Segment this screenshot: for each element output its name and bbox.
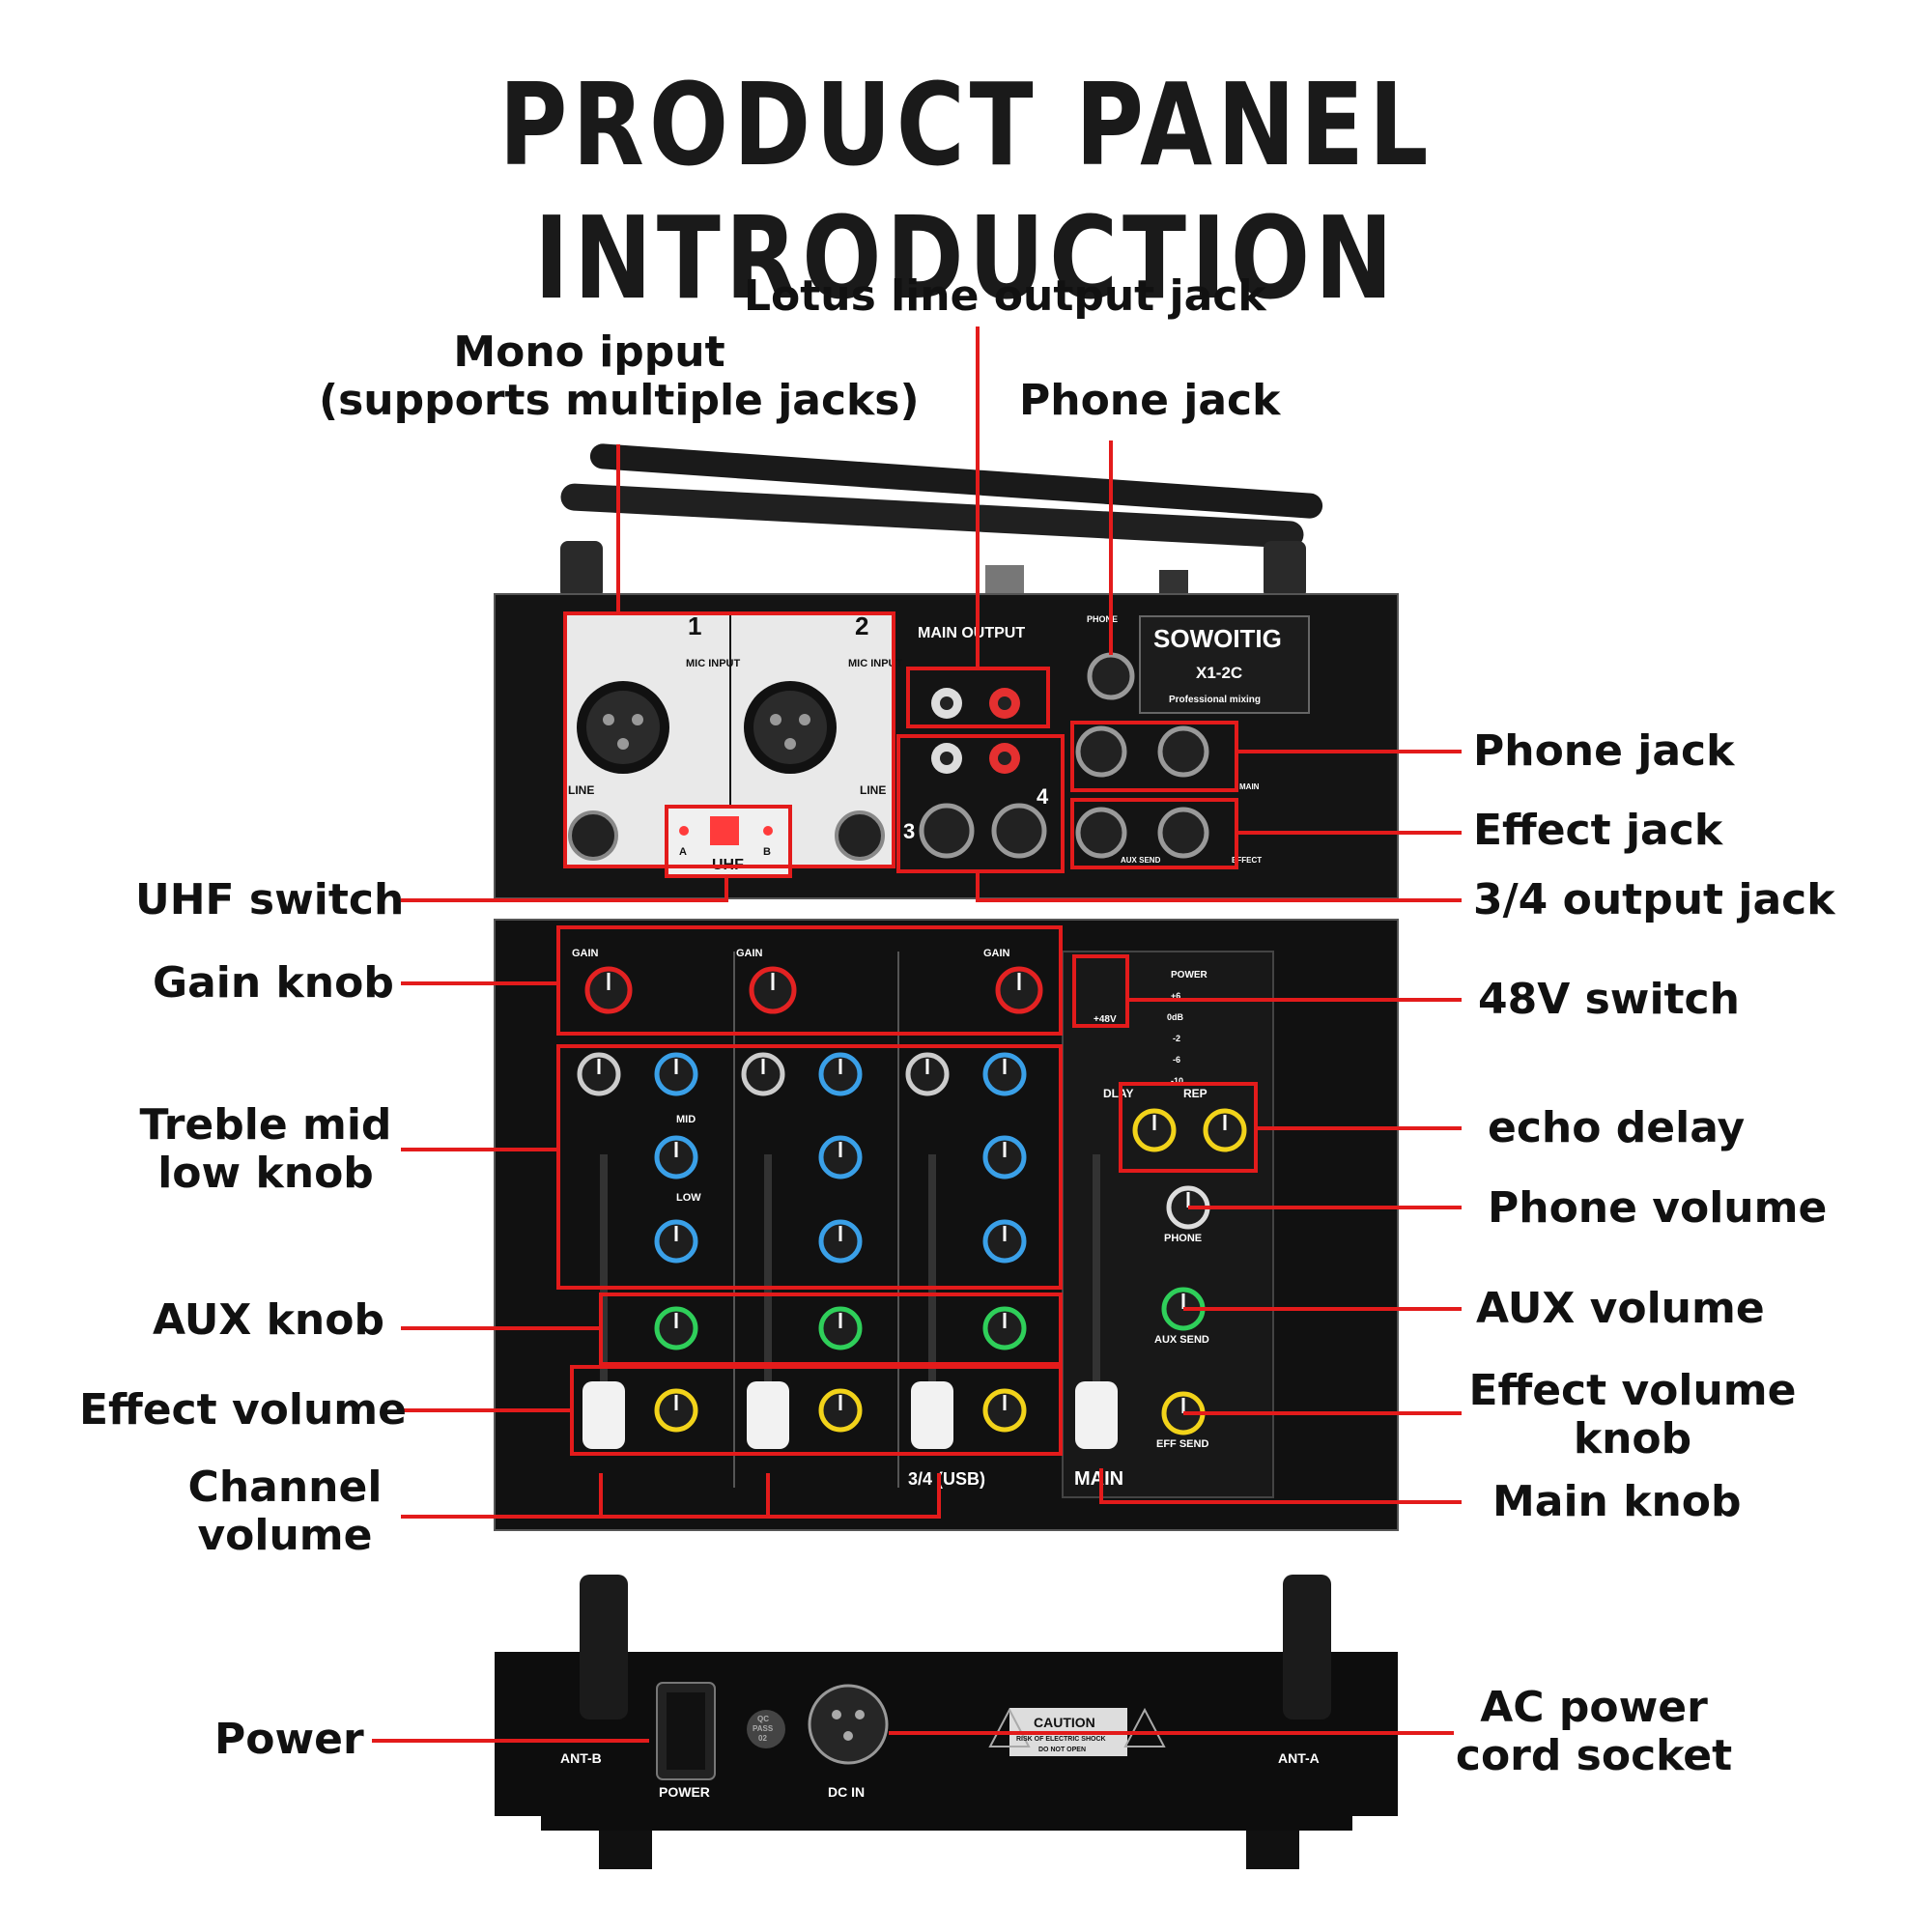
label-48v-switch: 48V switch bbox=[1478, 975, 1740, 1024]
antennas bbox=[560, 443, 1323, 599]
rep-label: REP bbox=[1183, 1087, 1208, 1100]
label-power: Power bbox=[214, 1715, 364, 1764]
gain-label-3: GAIN bbox=[983, 948, 1010, 959]
svg-text:-6: -6 bbox=[1173, 1055, 1180, 1065]
label-treble-line1: Treble mid bbox=[139, 1100, 392, 1150]
channel-2-number: 2 bbox=[855, 611, 868, 640]
label-gain-knob: Gain knob bbox=[153, 958, 394, 1008]
callout-lines bbox=[372, 327, 1462, 1743]
label-mono-input-line2: (supports multiple jacks) bbox=[319, 376, 920, 425]
channel-3-number: 3 bbox=[903, 819, 915, 843]
level-meter: +6 0dB -2 -6 -10 bbox=[1167, 991, 1184, 1086]
eff-send-label: EFF SEND bbox=[1156, 1438, 1208, 1450]
gain-label-2: GAIN bbox=[736, 948, 763, 959]
phone-knob-label: PHONE bbox=[1164, 1233, 1202, 1244]
rear-panel bbox=[495, 1575, 1398, 1869]
ant-b-label: ANT-B bbox=[560, 1750, 602, 1766]
model-name: X1-2C bbox=[1196, 664, 1242, 682]
label-phone-volume: Phone volume bbox=[1488, 1183, 1828, 1233]
rear-power-label: POWER bbox=[659, 1784, 710, 1800]
v48-label: +48V bbox=[1094, 1014, 1117, 1025]
label-mono-input-line1: Mono ipput bbox=[453, 327, 725, 377]
label-main-knob: Main knob bbox=[1492, 1477, 1742, 1526]
label-echo-delay: echo delay bbox=[1488, 1103, 1746, 1152]
label-ac-socket-line2: cord socket bbox=[1455, 1731, 1733, 1780]
caution-label: CAUTION bbox=[1034, 1715, 1095, 1730]
power-led-label: POWER bbox=[1171, 970, 1208, 980]
channel-fader-3-cap[interactable] bbox=[911, 1381, 953, 1449]
qc-number-label: 02 bbox=[758, 1734, 767, 1743]
uhf-b-label: B bbox=[763, 846, 771, 858]
label-effect-volume-knob-line2: knob bbox=[1573, 1414, 1692, 1463]
svg-text:0dB: 0dB bbox=[1167, 1012, 1184, 1022]
line-label-2: LINE bbox=[860, 783, 886, 797]
brand-name: SOWOITIG bbox=[1153, 624, 1282, 653]
label-output-34: 3/4 output jack bbox=[1473, 875, 1835, 924]
svg-text:+6: +6 bbox=[1171, 991, 1180, 1001]
main-jack-small-label: MAIN bbox=[1239, 782, 1260, 791]
label-effect-volume: Effect volume bbox=[79, 1385, 407, 1435]
main-fader-label: MAIN bbox=[1074, 1468, 1123, 1490]
label-treble-line2: low knob bbox=[157, 1149, 374, 1198]
gain-label-1: GAIN bbox=[572, 948, 599, 959]
label-lotus-output: Lotus line output jack bbox=[744, 271, 1266, 321]
low-label-1: LOW bbox=[676, 1192, 701, 1204]
channel-4-number: 4 bbox=[1037, 784, 1049, 809]
label-ac-socket-line1: AC power bbox=[1480, 1683, 1708, 1732]
aux-send-small-label: AUX SEND bbox=[1121, 856, 1161, 865]
aux-send-label: AUX SEND bbox=[1154, 1334, 1209, 1346]
mixer-knobs bbox=[577, 966, 1247, 1435]
label-uhf-switch: UHF switch bbox=[135, 875, 405, 924]
phone-jack-label: PHONE bbox=[1087, 614, 1118, 624]
label-aux-volume: AUX volume bbox=[1476, 1284, 1765, 1333]
main-fader-cap[interactable] bbox=[1075, 1381, 1118, 1449]
mic-input-label-2: MIC INPUT bbox=[848, 658, 903, 669]
mic-input-label-1: MIC INPUT bbox=[686, 658, 741, 669]
svg-text:-2: -2 bbox=[1173, 1034, 1180, 1043]
label-channel-volume-line1: Channel bbox=[187, 1463, 383, 1512]
delay-label: DLAY bbox=[1103, 1087, 1134, 1100]
channel-1-number: 1 bbox=[688, 611, 701, 640]
channel-fader-1-cap[interactable] bbox=[582, 1381, 625, 1449]
ch34-usb-label: 3/4 (USB) bbox=[908, 1469, 985, 1489]
line-label-1: LINE bbox=[568, 783, 594, 797]
pass-label: PASS bbox=[753, 1724, 774, 1733]
do-not-open-label: DO NOT OPEN bbox=[1038, 1747, 1086, 1753]
svg-text:-10: -10 bbox=[1171, 1076, 1183, 1086]
brand-tagline: Professional mixing bbox=[1169, 695, 1261, 705]
label-effect-jack: Effect jack bbox=[1473, 806, 1723, 855]
label-aux-knob: AUX knob bbox=[153, 1295, 384, 1345]
risk-label: RISK OF ELECTRIC SHOCK bbox=[1016, 1736, 1106, 1743]
label-phone-jack-top: Phone jack bbox=[1019, 376, 1281, 425]
top-panel bbox=[494, 593, 1399, 899]
label-channel-volume-line2: volume bbox=[197, 1511, 373, 1560]
qc-label: QC bbox=[757, 1715, 769, 1723]
mid-label-1: MID bbox=[676, 1114, 696, 1125]
page-title: PRODUCT PANEL INTRODUCTION bbox=[498, 58, 1434, 325]
label-effect-volume-knob-line1: Effect volume bbox=[1468, 1366, 1797, 1415]
main-output-label: MAIN OUTPUT bbox=[918, 625, 1025, 641]
dc-in-label: DC IN bbox=[828, 1784, 865, 1800]
uhf-a-label: A bbox=[679, 846, 687, 858]
effect-small-label: EFFECT bbox=[1232, 856, 1262, 865]
main-fader-track bbox=[1093, 1154, 1100, 1435]
ant-a-label: ANT-A bbox=[1278, 1750, 1320, 1766]
channel-fader-2-cap[interactable] bbox=[747, 1381, 789, 1449]
label-phone-jack-right: Phone jack bbox=[1473, 726, 1735, 776]
